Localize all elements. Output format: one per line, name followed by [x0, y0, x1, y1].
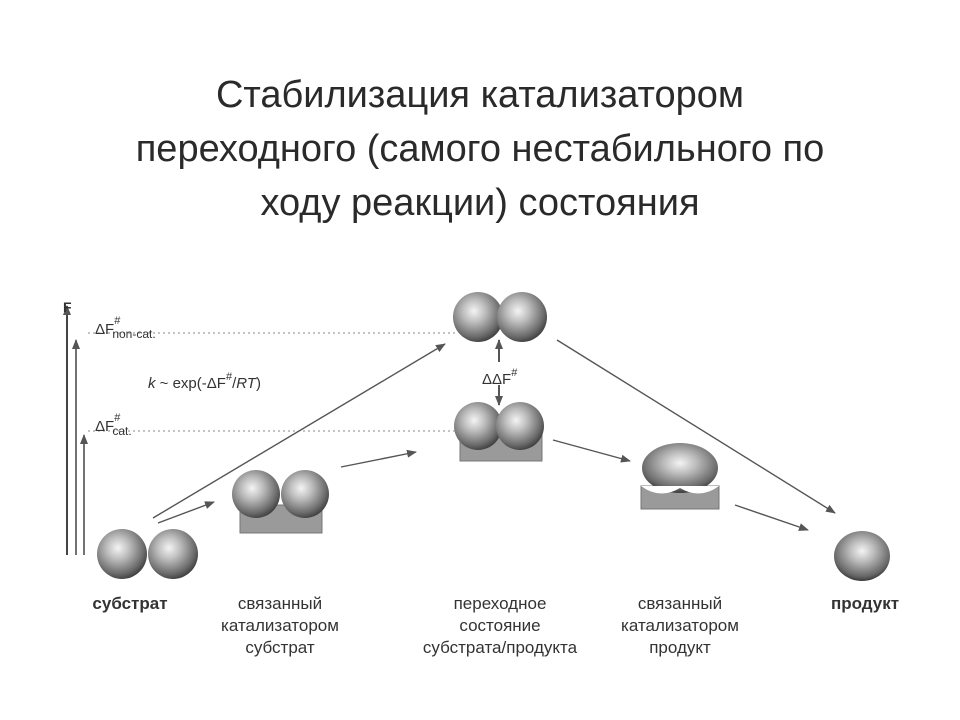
substrate-molecule	[97, 529, 198, 579]
caption-product: продукт	[800, 593, 930, 615]
caption-substrate: субстрат	[60, 593, 200, 615]
bind-substrate-arrow	[157, 501, 215, 524]
energy-axis	[63, 305, 88, 555]
reaction-arrows	[152, 339, 836, 531]
delta-f-cat-sub: cat.	[112, 424, 131, 438]
caption-bound-substrate-line-3: субстрат	[245, 638, 315, 657]
title-line-2: переходного (самого нестабильного по	[135, 128, 825, 170]
caption-bound-product-line-3: продукт	[649, 638, 711, 657]
rate-equation: k ~ exp(-ΔF#/RT)	[148, 371, 261, 392]
caption-transition-state-line-3: субстрата/продукта	[422, 638, 578, 657]
delta-delta-f-label: ΔΔF#	[482, 367, 518, 388]
rate-close: )	[256, 375, 261, 392]
rate-k: k	[148, 375, 157, 392]
caption-bound-product: связанный катализатором продукт	[600, 593, 760, 659]
delta-delta-f-main: ΔΔF	[482, 371, 511, 388]
caption-bound-substrate-line-1: связанный	[237, 594, 323, 613]
product-molecule	[834, 531, 890, 581]
delta-f-cat-sup: #	[114, 412, 121, 424]
to-transition-state-arrow	[340, 449, 417, 468]
caption-product-line-1: продукт	[830, 594, 900, 613]
bound-product-complex	[640, 443, 720, 510]
title-line-3: ходу реакции) состояния	[260, 182, 700, 224]
caption-substrate-line-1: субстрат	[92, 594, 168, 613]
rate-slash: /	[232, 375, 237, 392]
rate-rt: RT	[236, 375, 258, 392]
delta-f-noncat-sup: #	[114, 315, 121, 327]
caption-bound-product-line-1: связанный	[637, 594, 723, 613]
delta-f-noncat-main: ΔF	[95, 321, 114, 338]
rate-text: ~ exp(-ΔF	[156, 375, 226, 392]
title-line-1: Стабилизация катализатором	[215, 74, 745, 116]
transition-state-bound	[454, 402, 544, 462]
delta-f-noncat-sub: non-cat.	[112, 327, 155, 341]
bound-substrate-complex	[232, 470, 329, 534]
caption-bound-substrate-line-2: катализатором	[221, 616, 339, 635]
release-product-arrow	[734, 504, 809, 531]
uncatalyzed-rise-arrow	[152, 343, 446, 519]
caption-transition-state: переходное состояние субстрата/продукта	[400, 593, 600, 659]
to-bound-product-arrow	[552, 439, 631, 463]
caption-bound-substrate: связанный катализатором субстрат	[200, 593, 360, 659]
delta-delta-f-sup: #	[511, 367, 518, 379]
caption-bound-product-line-2: катализатором	[621, 616, 739, 635]
delta-f-noncat-label: ΔF#non-cat.	[95, 315, 156, 341]
slide-title: Стабилизация катализатором переходного (…	[60, 68, 900, 230]
caption-transition-state-line-2: состояние	[459, 616, 541, 635]
delta-f-cat-label: ΔF#cat.	[95, 412, 132, 438]
delta-f-cat-main: ΔF	[95, 418, 114, 435]
rate-sup: #	[226, 371, 233, 383]
caption-transition-state-line-1: переходное	[453, 594, 547, 613]
axis-label-f: F	[63, 299, 72, 315]
transition-state-uncatalyzed	[453, 292, 547, 342]
uncatalyzed-fall-arrow	[556, 339, 836, 514]
